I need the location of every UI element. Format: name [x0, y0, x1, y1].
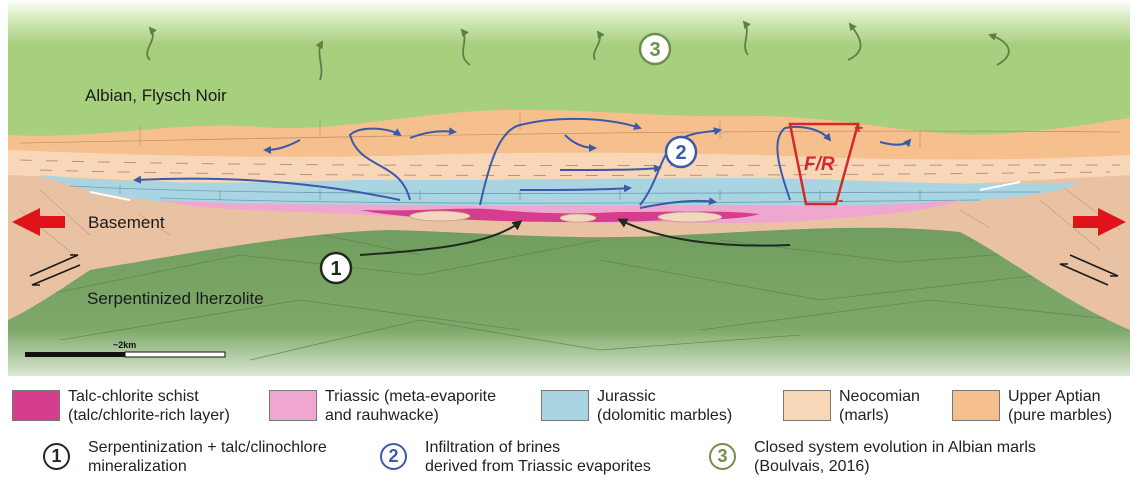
legend-process-3: 3 Closed system evolution in Albian marl…: [709, 438, 1036, 476]
legend-triassic-line2: and rauhwacke): [325, 406, 496, 425]
process-3-line2: (Boulvais, 2016): [754, 457, 1036, 476]
svg-text:3: 3: [649, 39, 660, 61]
basement-label: Basement: [88, 213, 165, 232]
legend-talc-line1: Talc-chlorite schist: [68, 387, 230, 406]
process-marker-3: 3: [640, 34, 670, 64]
svg-text:2: 2: [675, 142, 686, 164]
swatch-triassic: [269, 390, 317, 421]
scale-label: ~2km: [113, 340, 136, 350]
legend-jurassic-line1: Jurassic: [597, 387, 732, 406]
swatch-talc: [12, 390, 60, 421]
lherzolite-label: Serpentinized lherzolite: [87, 289, 264, 308]
albian-label: Albian, Flysch Noir: [85, 86, 227, 105]
process-2-line2: derived from Triassic evaporites: [425, 457, 651, 476]
legend-item-neocomian: Neocomian (marls): [783, 387, 920, 425]
swatch-neocomian: [783, 390, 831, 421]
legend-item-talc: Talc-chlorite schist (talc/chlorite-rich…: [12, 387, 230, 425]
process-3-icon: 3: [709, 443, 736, 470]
process-1-line2: mineralization: [88, 457, 327, 476]
svg-text:1: 1: [330, 258, 341, 280]
legend-jurassic-line2: (dolomitic marbles): [597, 406, 732, 425]
swatch-jurassic: [541, 390, 589, 421]
legend-aptian-line1: Upper Aptian: [1008, 387, 1112, 406]
process-2-icon: 2: [380, 443, 407, 470]
process-2-line1: Infiltration of brines: [425, 438, 651, 457]
fault-label: F/R: [804, 154, 835, 175]
legend-item-triassic: Triassic (meta-evaporite and rauhwacke): [269, 387, 496, 425]
legend-item-aptian: Upper Aptian (pure marbles): [952, 387, 1112, 425]
fault-minus-sign: -: [838, 192, 843, 209]
process-marker-1: 1: [321, 253, 351, 283]
process-1-icon: 1: [43, 443, 70, 470]
legend-process-1: 1 Serpentinization + talc/clinochlore mi…: [43, 438, 327, 476]
process-3-line1: Closed system evolution in Albian marls: [754, 438, 1036, 457]
legend-neocomian-line1: Neocomian: [839, 387, 920, 406]
legend-talc-line2: (talc/chlorite-rich layer): [68, 406, 230, 425]
legend-aptian-line2: (pure marbles): [1008, 406, 1112, 425]
legend-triassic-line1: Triassic (meta-evaporite: [325, 387, 496, 406]
swatch-aptian: [952, 390, 1000, 421]
legend-item-jurassic: Jurassic (dolomitic marbles): [541, 387, 732, 425]
fault-plus-sign: +: [854, 120, 863, 137]
legend-process-2: 2 Infiltration of brines derived from Tr…: [380, 438, 651, 476]
legend-neocomian-line2: (marls): [839, 406, 920, 425]
process-1-line1: Serpentinization + talc/clinochlore: [88, 438, 327, 457]
legend: Talc-chlorite schist (talc/chlorite-rich…: [0, 384, 1138, 482]
process-marker-2: 2: [666, 137, 696, 167]
